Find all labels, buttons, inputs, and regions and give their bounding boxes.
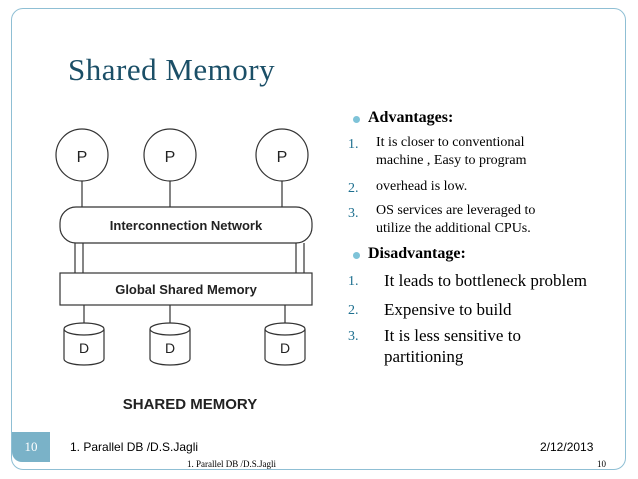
footer-left-text: 1. Parallel DB /D.S.Jagli [70,440,199,454]
footer-date: 2/12/2013 [540,440,594,454]
interconnection-network-box [59,206,313,244]
disadvantage-item-text: It leads to bottleneck problem [384,271,587,290]
disk-label: D [165,340,175,356]
disadvantage-number: 2. [348,303,359,318]
advantage-number: 2. [348,181,359,196]
shared-memory-diagram: P P P Interconnection Network Global Sha… [55,128,313,413]
advantage-number: 1. [348,137,359,152]
diagram-caption: SHARED MEMORY [123,396,257,413]
disadvantage-item-text: It is less sensitive to [384,326,521,345]
disadvantage-number: 3. [348,329,359,344]
disadvantage-item-text: Expensive to build [384,300,512,319]
advantage-item-text: overhead is low. [376,179,468,194]
slide-number-badge: 10 [12,432,50,462]
footer-page-number: 10 [597,459,606,469]
slide-frame [11,8,626,470]
disadvantage-number: 1. [348,274,359,289]
processor-label: P [277,149,288,166]
bullet-dot [353,252,360,259]
disk-label: D [79,340,89,356]
disadvantage-item-text: partitioning [384,347,464,366]
disk-node [264,322,306,366]
disk-node [149,322,191,366]
footer-center-text: 1. Parallel DB /D.S.Jagli [187,459,276,469]
advantage-item-text: OS services are leveraged to [376,203,536,218]
advantage-item-text: It is closer to conventional [376,135,525,150]
advantage-item-text: machine , Easy to program [376,153,527,168]
disk-label: D [280,340,290,356]
slide-title: Shared Memory [68,52,276,87]
interconnect-label: Interconnection Network [110,218,263,233]
global-shared-memory-box [59,272,313,306]
processor-label: P [77,149,88,166]
advantage-item-text: utilize the additional CPUs. [376,221,531,236]
bullet-dot [353,116,360,123]
memory-label: Global Shared Memory [115,282,257,297]
advantages-heading: Advantages: [368,109,454,126]
processor-label: P [165,149,176,166]
advantage-number: 3. [348,206,359,221]
disk-node [63,322,105,366]
disadvantages-heading: Disadvantage: [368,245,466,262]
